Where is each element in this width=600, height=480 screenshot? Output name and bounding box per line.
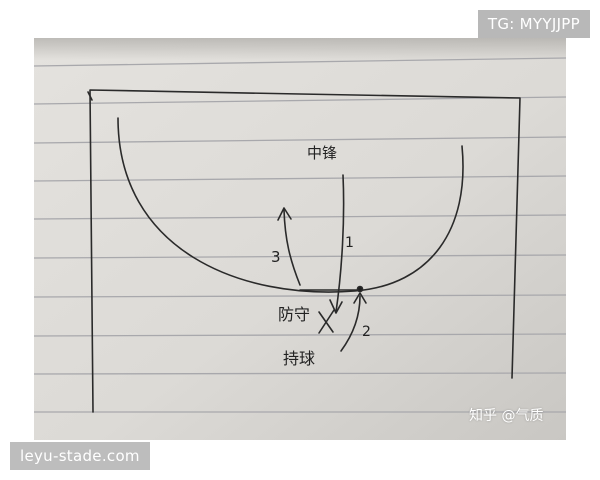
label-path-3: 3 <box>271 248 281 266</box>
rule-line <box>33 294 567 298</box>
rule-line <box>33 214 567 220</box>
court-sketch <box>87 89 521 413</box>
court-corner-mark <box>87 91 93 101</box>
rule-line <box>33 136 567 144</box>
path-1-arrowhead <box>329 299 343 314</box>
defender-x-stroke <box>318 309 335 334</box>
watermark-bottom-left: leyu-stade.com <box>10 442 150 470</box>
path-2-line <box>340 295 361 352</box>
rule-line <box>33 372 567 375</box>
paper-top-shadow <box>34 38 566 60</box>
rule-line <box>33 175 567 182</box>
path-2-arrowhead <box>353 292 367 304</box>
watermark-platform: 知乎 @气质 <box>469 408 544 424</box>
path-3-arrowhead <box>277 207 292 221</box>
rule-line <box>33 254 567 259</box>
rule-line <box>33 57 567 67</box>
rule-line <box>33 333 567 337</box>
watermark-top-right: TG: MYYJJPP <box>477 10 590 38</box>
rule-line <box>33 96 567 105</box>
label-path-1: 1 <box>345 235 354 251</box>
label-defender: 防守 <box>278 305 310 324</box>
court-boundary <box>89 89 521 413</box>
three-point-arc <box>117 117 464 293</box>
path-3-line <box>283 209 301 286</box>
ball-dot <box>356 285 364 293</box>
label-ball: 持球 <box>283 349 315 368</box>
label-center: 中锋 <box>307 144 337 162</box>
label-path-2: 2 <box>362 324 371 340</box>
ruled-lines <box>33 57 567 413</box>
path-1-line <box>335 174 345 313</box>
